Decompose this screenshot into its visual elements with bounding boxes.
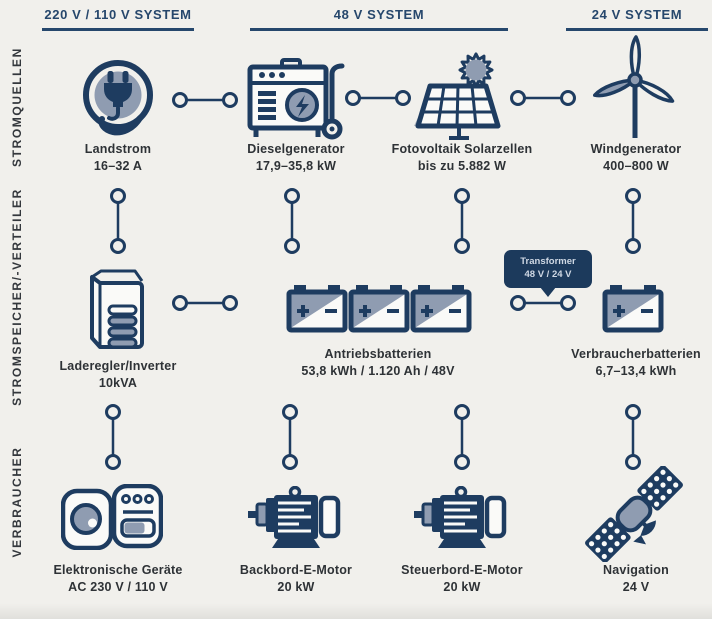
- node-value: 16–32 A: [93, 159, 143, 173]
- diesel-generator-icon: [244, 52, 348, 142]
- shore-power-plug-icon: [73, 54, 163, 144]
- connector-transformer: [508, 293, 578, 313]
- row-label-stromquellen: STROMQUELLEN: [10, 47, 24, 167]
- node-value: AC 230 V / 110 V: [68, 580, 168, 594]
- connector-antriebsbatterien-steuerbord-motor: [452, 402, 472, 472]
- connector-fotovoltaik-windgenerator: [508, 88, 578, 108]
- header-label: 48 V SYSTEM: [333, 7, 425, 22]
- node-name: Navigation: [603, 563, 669, 577]
- electric-motor-icon: [247, 486, 345, 550]
- node-value: 17,9–35,8 kW: [255, 159, 337, 173]
- node-name: Backbord-E-Motor: [239, 563, 353, 577]
- header-label: 220 V / 110 V SYSTEM: [44, 7, 192, 22]
- row-label-stromspeicher-verteiler: STROMSPEICHER/-VERTEILER: [10, 188, 24, 406]
- electric-motor-icon: [413, 486, 511, 550]
- node-name: Windgenerator: [590, 142, 682, 156]
- connector-laderegler-elektronische-geraete: [103, 402, 123, 472]
- connector-dieselgenerator-fotovoltaik: [343, 88, 413, 108]
- connector-fotovoltaik-antriebsbatterien: [452, 186, 472, 256]
- node-label-elektronische-geraete: Elektronische Geräte AC 230 V / 110 V: [23, 562, 213, 596]
- connector-landstrom-dieselgenerator: [170, 90, 240, 110]
- node-label-antriebsbatterien: Antriebsbatterien 53,8 kWh / 1.120 Ah / …: [283, 346, 473, 380]
- node-name: Antriebsbatterien: [324, 347, 432, 361]
- node-label-fotovoltaik: Fotovoltaik Solarzellen bis zu 5.882 W: [367, 141, 557, 175]
- charger-inverter-icon: [85, 264, 147, 352]
- node-label-landstrom: Landstrom 16–32 A: [23, 141, 213, 175]
- node-value: 400–800 W: [603, 159, 669, 173]
- connector-dieselgenerator-antriebsbatterien: [282, 186, 302, 256]
- node-value: 53,8 kWh / 1.120 Ah / 48V: [301, 364, 455, 378]
- transformer-label: Transformer: [520, 256, 576, 267]
- node-label-steuerbord-motor: Steuerbord-E-Motor 20 kW: [367, 562, 557, 596]
- connector-windgenerator-verbraucherbatterien: [623, 186, 643, 256]
- connector-antriebsbatterien-backbord-motor: [280, 402, 300, 472]
- header-220v-110v-system: 220 V / 110 V SYSTEM: [42, 7, 194, 31]
- solar-panel-icon: [412, 44, 512, 142]
- row-label-verbraucher: VERBRAUCHER: [10, 446, 24, 558]
- connector-verbraucherbatterien-navigation: [623, 402, 643, 472]
- node-name: Steuerbord-E-Motor: [401, 563, 523, 577]
- connector-landstrom-laderegler: [108, 186, 128, 256]
- node-label-dieselgenerator: Dieselgenerator 17,9–35,8 kW: [201, 141, 391, 175]
- satellite-icon: [585, 466, 683, 562]
- transformer-badge: Transformer 48 V / 24 V: [504, 250, 592, 288]
- appliances-icon: [61, 484, 163, 550]
- node-name: Landstrom: [84, 142, 152, 156]
- node-label-verbraucherbatterien: Verbraucherbatterien 6,7–13,4 kWh: [541, 346, 712, 380]
- wind-turbine-icon: [583, 34, 683, 142]
- node-label-navigation: Navigation 24 V: [541, 562, 712, 596]
- battery-icon: [602, 283, 664, 333]
- node-value: 10kVA: [98, 376, 138, 390]
- header-label: 24 V SYSTEM: [591, 7, 683, 22]
- header-24v-system: 24 V SYSTEM: [566, 7, 708, 31]
- header-48v-system: 48 V SYSTEM: [250, 7, 508, 31]
- node-name: Fotovoltaik Solarzellen: [391, 142, 533, 156]
- node-value: 20 kW: [443, 580, 481, 594]
- node-label-backbord-motor: Backbord-E-Motor 20 kW: [201, 562, 391, 596]
- node-label-windgenerator: Windgenerator 400–800 W: [541, 141, 712, 175]
- battery-bank-icon: [286, 283, 472, 333]
- connector-laderegler-antriebsbatterien: [170, 293, 240, 313]
- node-value: bis zu 5.882 W: [417, 159, 507, 173]
- node-name: Dieselgenerator: [247, 142, 345, 156]
- node-value: 6,7–13,4 kWh: [595, 364, 677, 378]
- node-name: Elektronische Geräte: [53, 563, 183, 577]
- node-name: Verbraucherbatterien: [571, 347, 701, 361]
- transformer-ratio: 48 V / 24 V: [524, 268, 572, 280]
- node-label-laderegler: Laderegler/Inverter 10kVA: [23, 358, 213, 392]
- node-value: 24 V: [622, 580, 650, 594]
- node-value: 20 kW: [277, 580, 315, 594]
- node-name: Laderegler/Inverter: [59, 359, 177, 373]
